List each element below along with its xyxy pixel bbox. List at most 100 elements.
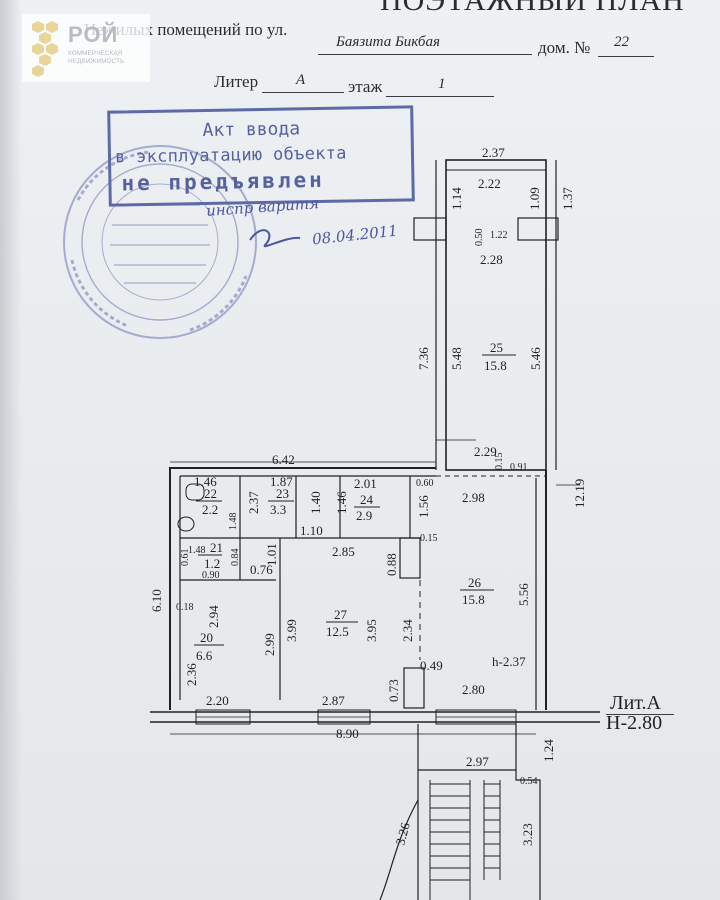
dim-0-88: 0.88	[384, 553, 399, 576]
dim-2-80: 2.80	[462, 682, 485, 697]
room-26-number: 26	[468, 575, 482, 590]
room-20-area: 6.6	[196, 648, 213, 663]
dim-0-15: 0.15	[494, 453, 505, 471]
house-label: дом. №	[538, 38, 591, 57]
dim-2-98: 2.98	[462, 490, 485, 505]
dim-0-54: 0.54	[520, 776, 538, 787]
room-26-area: 15.8	[462, 592, 485, 607]
room-25-area: 15.8	[484, 358, 507, 373]
dim-1-46-b: 1.46	[334, 491, 349, 514]
dim-0-50: 0.50	[474, 229, 485, 247]
dim-5-46: 5.46	[528, 347, 543, 370]
dim-1-14: 1.14	[449, 187, 464, 210]
room-25-outline	[445, 159, 547, 471]
house-underline	[598, 56, 654, 57]
room-27-number: 27	[334, 607, 348, 622]
dim-2-29: 2.29	[474, 444, 497, 459]
dim-1-40: 1.40	[308, 491, 323, 514]
dim-6-10: 6.10	[149, 589, 164, 612]
dim-0-73: 0.73	[386, 679, 401, 702]
room-25-number: 25	[490, 340, 503, 355]
dim-2-97: 2.97	[466, 754, 489, 769]
dim-2-37-b: 2.37	[246, 491, 261, 514]
dim-2-34: 2.34	[400, 619, 415, 642]
dim-1-24: 1.24	[541, 739, 556, 762]
room-21-area: 1.2	[204, 556, 220, 571]
litera-value: А	[296, 72, 306, 88]
dim-2-20: 2.20	[206, 693, 229, 708]
dim-h-2-37: h-2.37	[492, 654, 526, 669]
honeycomb-icon	[32, 21, 58, 77]
dim-3-95: 3.95	[364, 619, 379, 642]
dim-3-26: 3.26	[392, 820, 413, 846]
street-value: Баязита Бикбая	[336, 34, 440, 50]
litera-label: Литер	[214, 72, 259, 91]
room-27-area: 12.5	[326, 624, 349, 639]
dim-6-42: 6.42	[272, 452, 295, 467]
dim-2-99: 2.99	[262, 633, 277, 656]
dim-1-09: 1.09	[527, 187, 542, 210]
opening-left	[413, 217, 447, 241]
dim-0-91: 0.91	[510, 462, 528, 473]
litera-underline	[262, 92, 344, 93]
dim-1-46-a: 1.46	[194, 474, 217, 489]
street-underline	[318, 54, 532, 55]
dim-3-99: 3.99	[284, 619, 299, 642]
floor-label: этаж	[348, 77, 383, 96]
room-23-number: 23	[276, 486, 289, 501]
watermark-brand: РОЙ	[68, 22, 119, 47]
room-24-number: 24	[360, 492, 374, 507]
dim-1-48-b: 1.48	[188, 545, 206, 556]
dim-2-94: 2.94	[206, 605, 221, 628]
dim-2-87: 2.87	[322, 693, 345, 708]
dim-5-48: 5.48	[449, 347, 464, 370]
dim-0-15-b: 0.15	[420, 533, 438, 544]
dim-3-23: 3.23	[520, 823, 535, 846]
dim-2-01: 2.01	[354, 476, 377, 491]
litera-block-height: H-2.80	[606, 712, 663, 734]
room-23-area: 3.3	[270, 502, 286, 517]
litera-block-label: Лит.А	[610, 692, 661, 714]
page-edge-shadow	[0, 0, 22, 900]
floor-underline	[386, 96, 494, 97]
dim-1-48: 1.48	[228, 513, 239, 531]
dim-0-60: 0.60	[416, 478, 434, 489]
dim-0-49: 0.49	[420, 658, 443, 673]
plan-title: ПОЭТАЖНЫЙ ПЛАН	[380, 0, 685, 17]
opening-right	[517, 217, 559, 241]
house-number: 22	[614, 34, 629, 50]
room-22-number: 22	[204, 486, 217, 501]
dim-1-56: 1.56	[416, 495, 431, 518]
room-24-area: 2.9	[356, 508, 372, 523]
dim-5-56: 5.56	[516, 583, 531, 606]
dim-0-61: 0.61	[180, 549, 191, 567]
dim-8-90: 8.90	[336, 726, 359, 741]
dim-1-01: 1.01	[264, 543, 279, 566]
dim-0-76: 0.76	[250, 562, 273, 577]
litera-block-divider	[606, 714, 674, 715]
dim-1-87: 1.87	[270, 474, 293, 489]
dim-1-37: 1.37	[560, 187, 575, 210]
floor-value: 1	[438, 76, 446, 92]
dim-0-90: 0.90	[202, 570, 220, 581]
dim-2-36: 2.36	[184, 663, 199, 686]
watermark-tagline: коммерческая недвижимость	[68, 50, 125, 65]
dim-2-28: 2.28	[480, 252, 503, 267]
room-22-area: 2.2	[202, 502, 218, 517]
dim-7-36: 7.36	[416, 347, 431, 370]
dim-1-22: 1.22	[490, 230, 508, 241]
dim-1-10: 1.10	[300, 523, 323, 538]
dim-2-37-top: 2.37	[482, 145, 505, 160]
dim-0-18: 0.18	[176, 602, 194, 613]
room-20-number: 20	[200, 630, 213, 645]
dim-2-22: 2.22	[478, 176, 501, 191]
dim-12-19: 12.19	[572, 479, 587, 508]
dim-0-84: 0.84	[230, 549, 241, 567]
room-21-number: 21	[210, 540, 223, 555]
watermark-logo: РОЙ коммерческая недвижимость	[22, 14, 150, 82]
dim-2-85: 2.85	[332, 544, 355, 559]
